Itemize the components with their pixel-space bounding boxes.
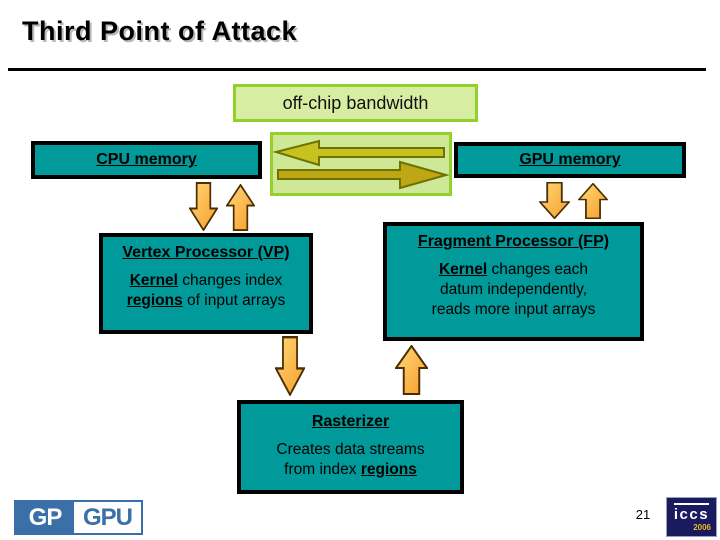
iccs-logo-name: iccs xyxy=(673,502,710,522)
regions-keyword: regions xyxy=(126,291,183,309)
gpu-down-arrow-icon xyxy=(539,182,570,219)
iccs-logo-year: 2006 xyxy=(693,522,711,532)
body-text: of input arrays xyxy=(182,291,286,309)
vertex-processor-title: Vertex Processor (VP) xyxy=(122,244,290,261)
gpgpu-logo-gpu: GPU xyxy=(74,502,141,533)
gpu-memory-box: GPU memory xyxy=(454,142,686,178)
bandwidth-arrows-box xyxy=(270,132,452,196)
rasterizer-body: Creates data streams from index regions xyxy=(241,440,460,480)
cpu-memory-box: CPU memory xyxy=(31,141,262,179)
gpu-memory-label: GPU memory xyxy=(519,151,621,168)
fragment-processor-body: Kernel changes each datum independently,… xyxy=(387,260,640,319)
vertex-processor-box: Vertex Processor (VP) Kernel changes ind… xyxy=(99,233,313,334)
body-text: Creates data streams xyxy=(276,441,425,458)
gpgpu-logo-gp: GP xyxy=(16,502,74,533)
body-text: reads more input arrays xyxy=(431,300,596,318)
slide-title: Third Point of Attack xyxy=(22,16,297,46)
fragment-processor-title: Fragment Processor (FP) xyxy=(417,233,610,250)
rasterizer-title: Rasterizer xyxy=(311,413,390,430)
body-text: changes each xyxy=(487,261,589,278)
gpu-up-arrow-icon xyxy=(578,183,608,219)
rasterizer-to-fp-arrow-icon xyxy=(395,345,428,395)
page-number: 21 xyxy=(635,507,651,522)
body-text: from index xyxy=(284,460,361,478)
left-right-transfer-arrows-icon xyxy=(272,139,450,190)
regions-keyword: regions xyxy=(360,460,417,478)
kernel-keyword: Kernel xyxy=(438,261,488,278)
cpu-up-arrow-icon xyxy=(226,184,255,231)
bandwidth-label: off-chip bandwidth xyxy=(282,92,429,113)
vertex-processor-body: Kernel changes index regions of input ar… xyxy=(103,271,309,311)
title-underline xyxy=(8,68,706,71)
cpu-down-arrow-icon xyxy=(189,182,218,231)
body-text: datum independently, xyxy=(439,280,588,298)
rasterizer-box: Rasterizer Creates data streams from ind… xyxy=(237,400,464,494)
kernel-keyword: Kernel xyxy=(129,272,178,289)
gpgpu-logo: GP GPU xyxy=(14,500,143,535)
body-text: changes index xyxy=(177,272,283,289)
cpu-memory-label: CPU memory xyxy=(96,151,197,168)
iccs-logo: iccs 2006 xyxy=(666,497,717,537)
fragment-processor-box: Fragment Processor (FP) Kernel changes e… xyxy=(383,222,644,341)
vp-to-rasterizer-arrow-icon xyxy=(275,336,305,396)
bandwidth-label-box: off-chip bandwidth xyxy=(233,84,478,122)
